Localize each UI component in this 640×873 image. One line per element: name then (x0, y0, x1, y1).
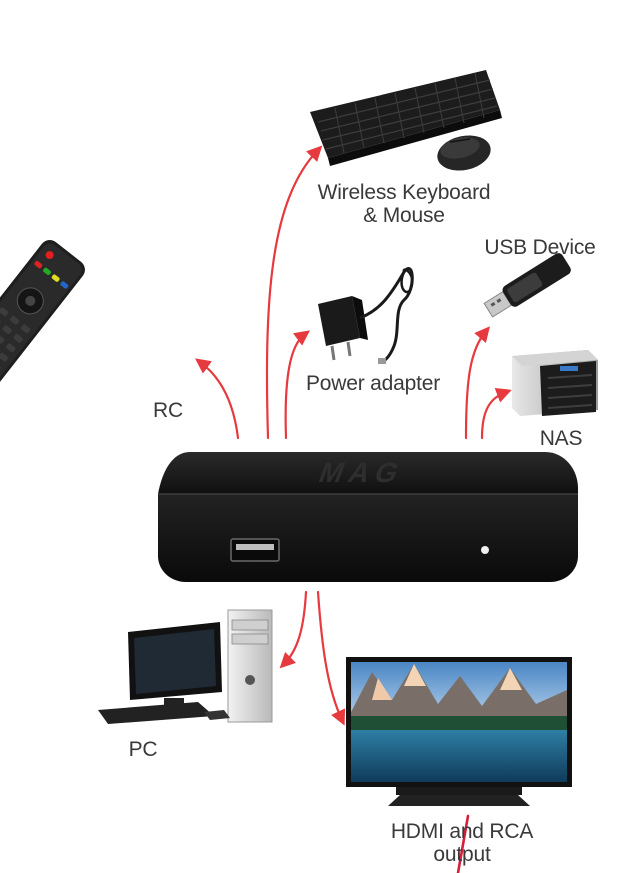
tv-icon (346, 657, 572, 806)
keyboard-icon (310, 70, 502, 166)
mag-logo: MAG (314, 458, 409, 489)
label-pc: PC (128, 738, 158, 761)
mouse-icon (437, 135, 491, 171)
nas-icon (512, 350, 598, 416)
power-led (481, 546, 489, 554)
label-keyboard-line2: & Mouse (363, 204, 445, 227)
label-hdmi-rca-output: HDMI and RCA output (384, 820, 540, 866)
arrow-to-usb (464, 326, 490, 440)
red-mark (456, 814, 470, 873)
label-nas: NAS (539, 427, 583, 450)
label-wireless-keyboard-mouse: Wireless Keyboard & Mouse (300, 181, 508, 227)
usb-drive-icon (483, 253, 571, 318)
arrow-to-keyboard (265, 145, 323, 440)
power-adapter-icon (318, 267, 414, 364)
label-usb-device: USB Device (484, 236, 596, 259)
arrow-to-rc (195, 358, 240, 440)
pc-icon (98, 609, 273, 724)
arrow-to-power (284, 330, 310, 440)
label-hdmi-line2: output (433, 843, 491, 866)
mag-set-top-box-icon (158, 452, 578, 582)
arrow-to-tv (316, 590, 346, 726)
arrow-to-pc (279, 590, 308, 669)
remote-control-icon (0, 240, 85, 398)
label-power-adapter: Power adapter (306, 372, 440, 395)
label-rc: RC (153, 399, 183, 422)
arrows (195, 145, 512, 726)
label-keyboard-line1: Wireless Keyboard (317, 181, 491, 204)
arrow-to-nas (480, 388, 512, 440)
label-hdmi-line1: HDMI and RCA (390, 820, 534, 843)
